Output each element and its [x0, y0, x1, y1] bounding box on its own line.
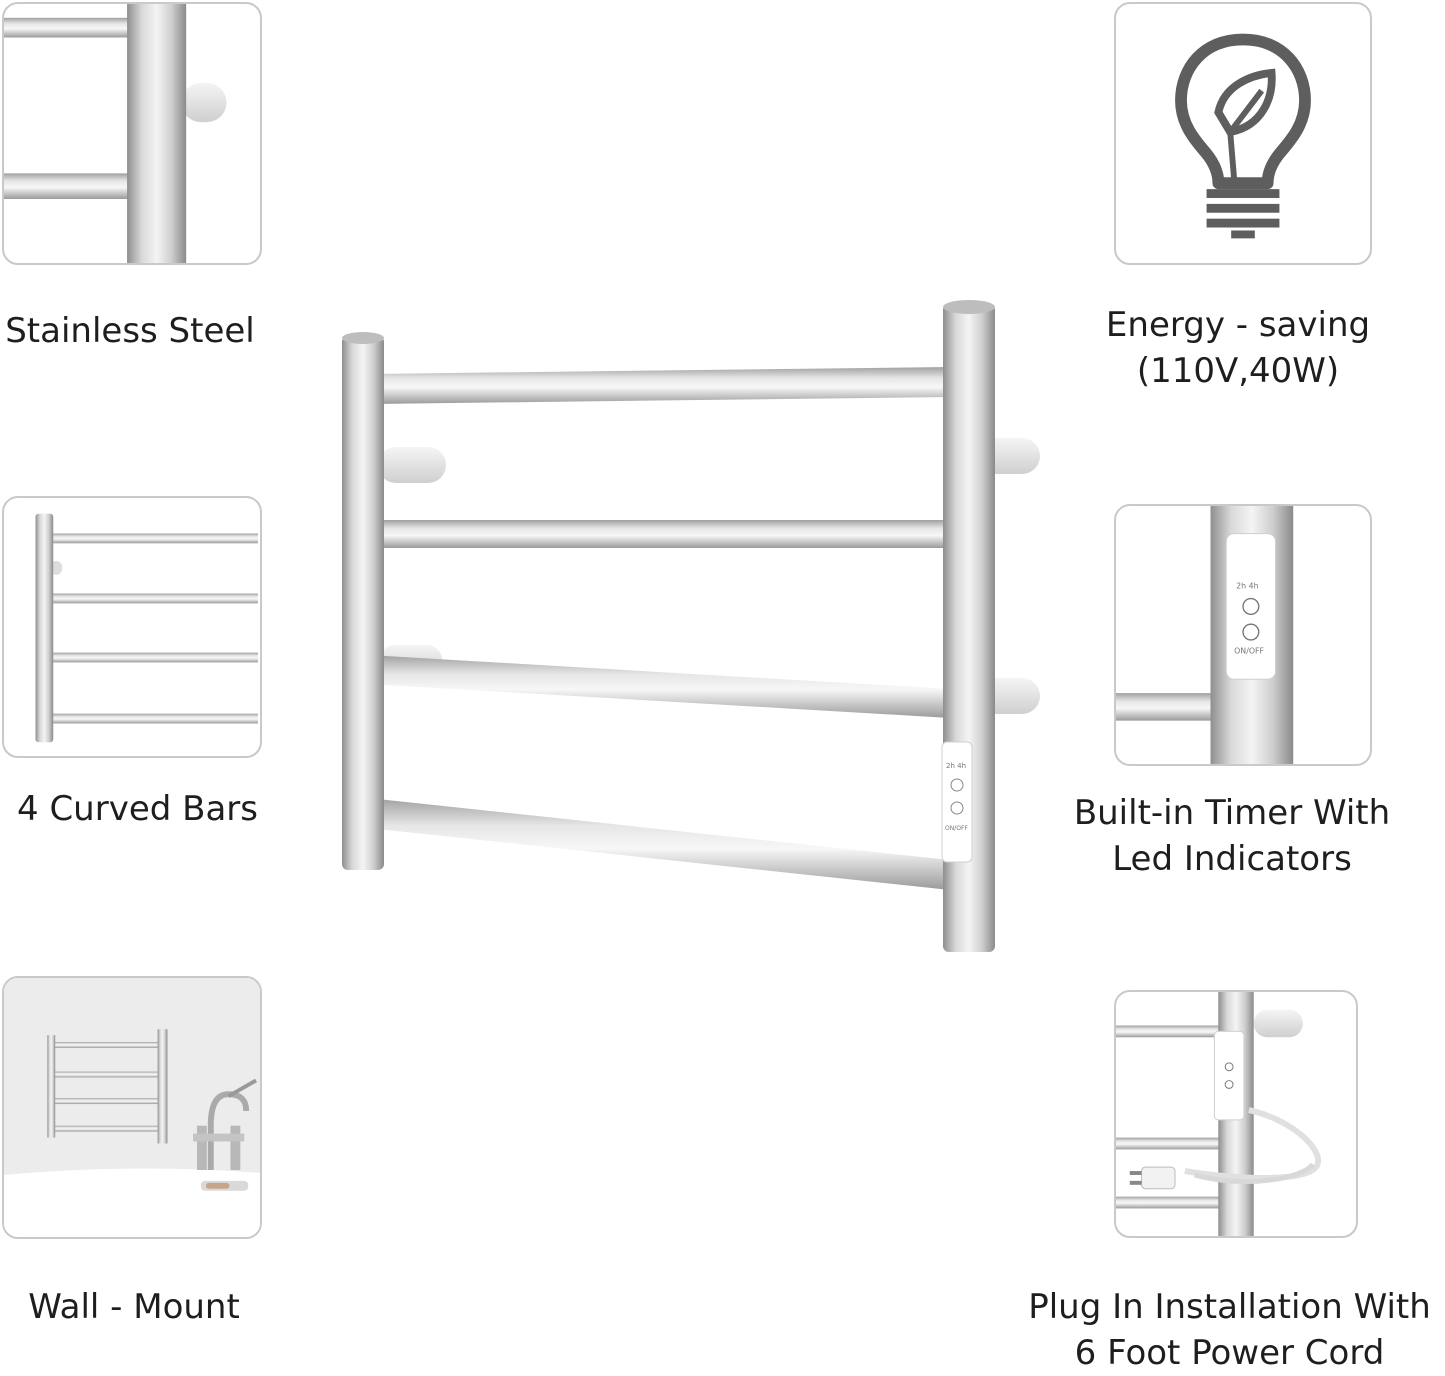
curved-bars-image: [2, 496, 262, 758]
lightbulb-leaf-icon: [1175, 33, 1311, 239]
wall-mount-label: Wall - Mount: [28, 1287, 240, 1327]
timer-closeup-image: 2h 4h ON/OFF: [1114, 504, 1372, 766]
energy-saving-icon-tile: [1114, 2, 1372, 265]
energy-saving-label: Energy - saving (110V,40W): [1105, 305, 1371, 391]
stainless-steel-closeup-image: [2, 2, 262, 265]
towel-warmer-product-image: 2h 4h ON/OFF: [320, 290, 1060, 960]
stainless-steel-label: Stainless Steel: [5, 311, 255, 351]
curved-bars-label: 4 Curved Bars: [17, 789, 258, 829]
svg-text:ON/OFF: ON/OFF: [945, 825, 968, 832]
power-cord-image: [1114, 990, 1358, 1238]
wall-mount-scene-image: [2, 976, 262, 1239]
svg-text:2h 4h: 2h 4h: [1236, 582, 1258, 591]
plug-in-installation-label: Plug In Installation With 6 Foot Power C…: [1028, 1287, 1431, 1373]
svg-text:2h 4h: 2h 4h: [946, 762, 966, 770]
built-in-timer-label: Built-in Timer With Led Indicators: [1073, 793, 1391, 879]
svg-text:ON/OFF: ON/OFF: [1234, 647, 1264, 656]
